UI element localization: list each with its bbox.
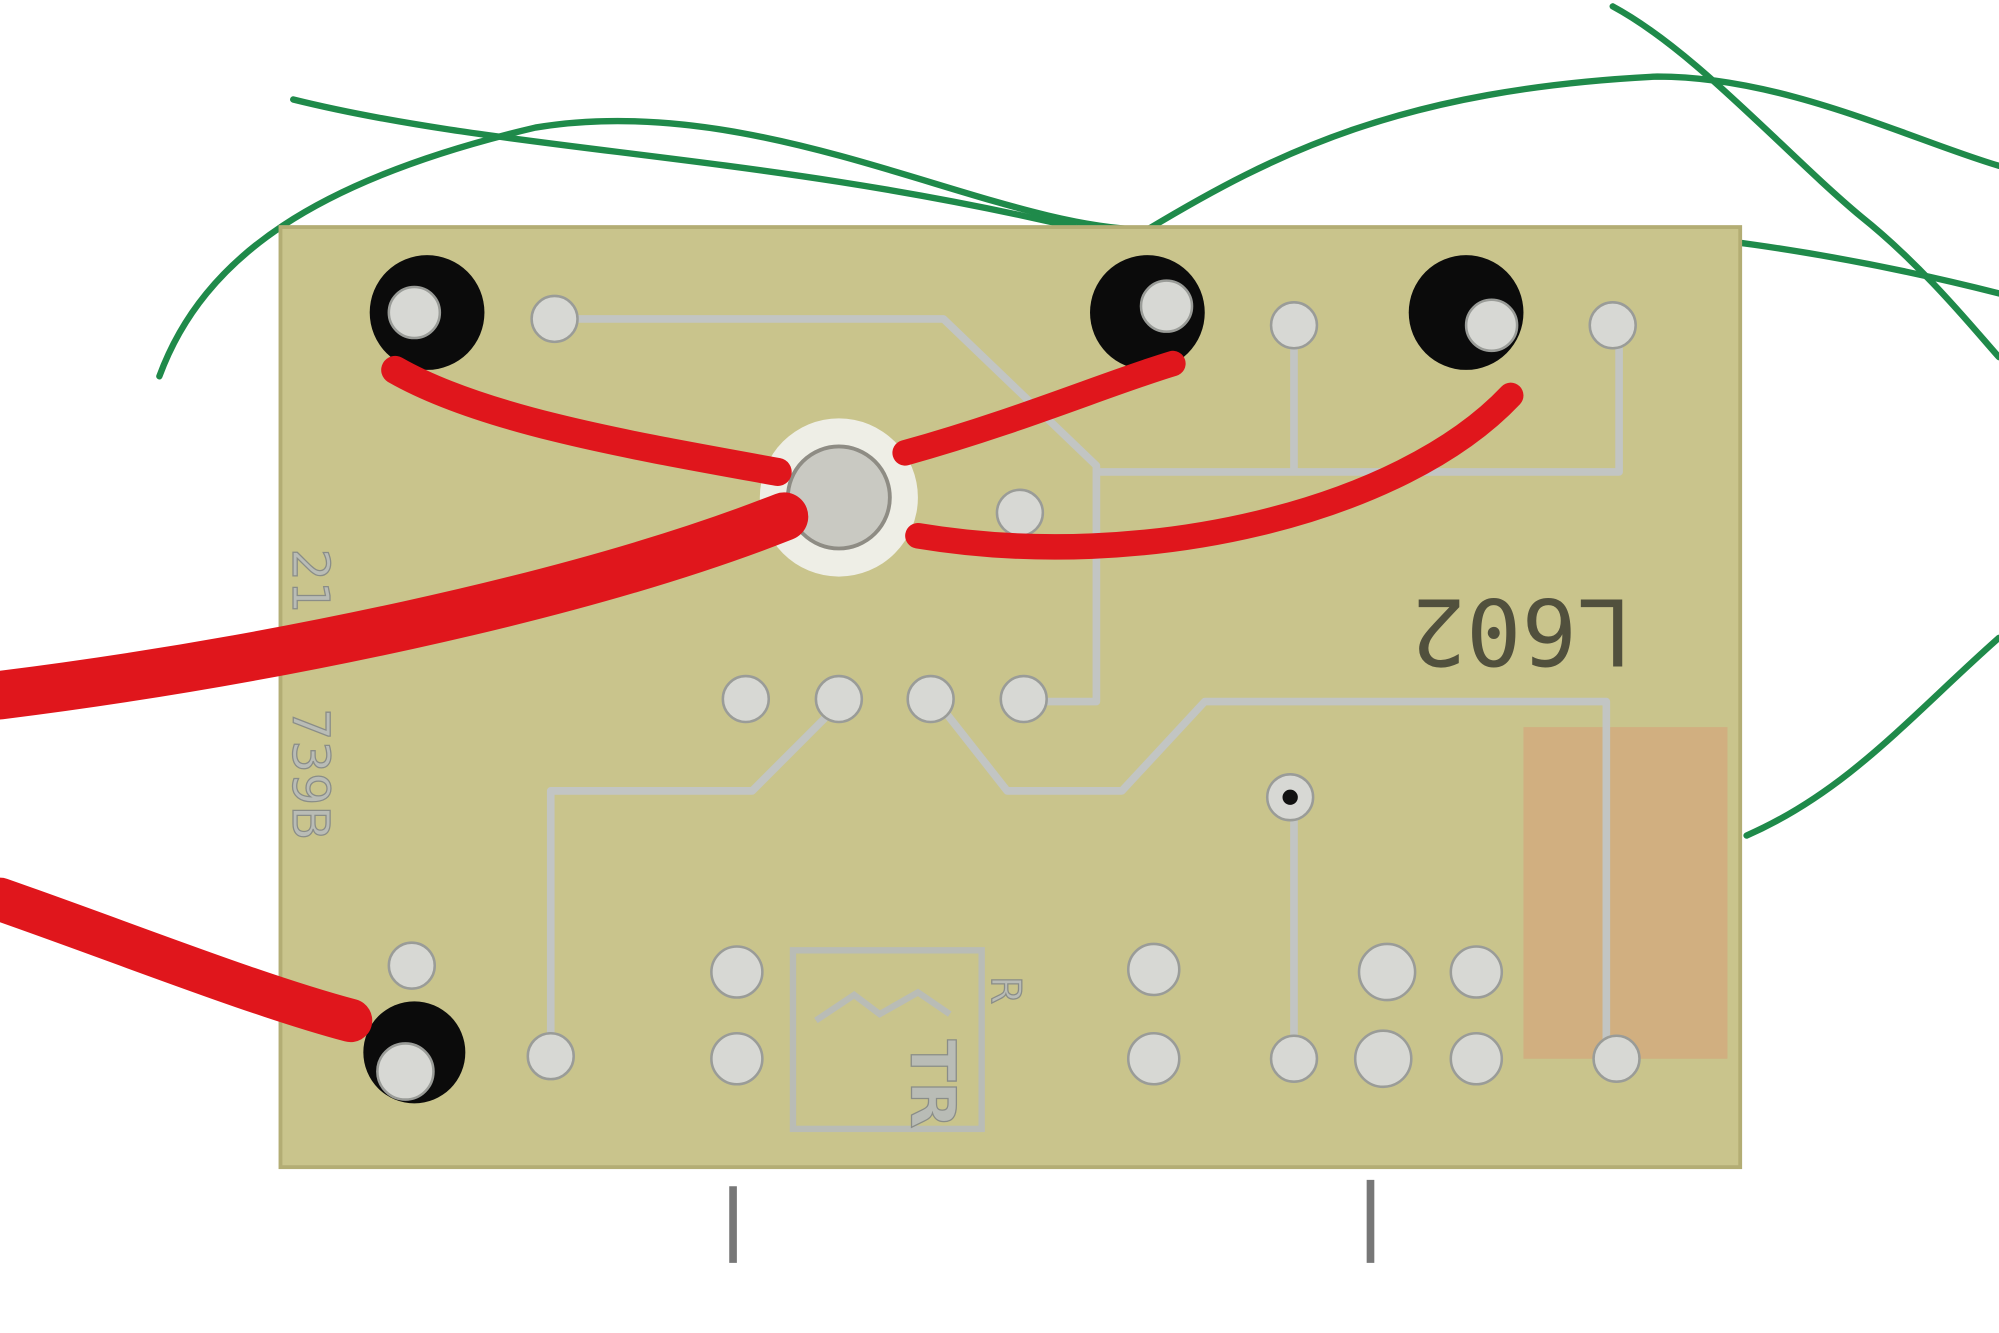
- tr-logo: TR: [789, 947, 985, 1133]
- component-leads: [729, 1179, 1375, 1263]
- center-terminal: [785, 444, 892, 551]
- solder-pads: [376, 279, 1641, 1101]
- green-wire: [156, 117, 1151, 380]
- red-wire: [905, 382, 1524, 560]
- red-wires: [0, 350, 1524, 1043]
- green-wires: [156, 3, 1999, 839]
- via-hole: [1282, 789, 1298, 805]
- red-wire: [381, 355, 792, 487]
- part-number-top: 21: [280, 549, 339, 614]
- mirror-mark: R: [982, 976, 1030, 1004]
- red-wire: [0, 877, 373, 1043]
- red-wire: [892, 350, 1186, 466]
- handwritten-label: L602: [1411, 578, 1632, 685]
- green-wire: [1144, 73, 1999, 233]
- green-wire: [1609, 3, 1999, 361]
- traces: [546, 315, 1623, 1059]
- red-wire: [0, 492, 809, 720]
- part-number: 21 739B: [280, 548, 340, 841]
- green-wire: [290, 96, 1087, 233]
- green-wire: [1743, 634, 1999, 839]
- logo-text: TR: [897, 1040, 968, 1129]
- stain: [1523, 727, 1728, 1059]
- part-number-bottom: 739B: [280, 708, 339, 840]
